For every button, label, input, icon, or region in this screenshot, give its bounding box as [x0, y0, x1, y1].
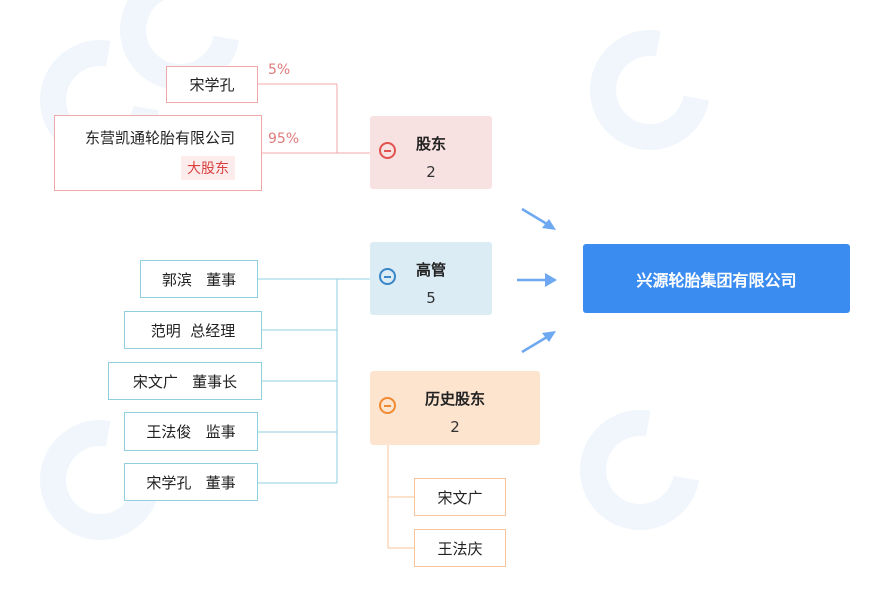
category-history-shareholders[interactable]: 历史股东 2 — [370, 371, 540, 445]
category-title: 历史股东 — [424, 390, 485, 408]
manager-role: 董事长 — [192, 372, 238, 391]
major-shareholder-badge: 大股东 — [181, 155, 235, 180]
manager-card[interactable]: 王法俊 监事 — [124, 412, 258, 451]
shareholder-card[interactable]: 宋学孔 — [166, 66, 258, 103]
manager-card[interactable]: 郭滨 董事 — [140, 260, 258, 298]
manager-role: 监事 — [205, 423, 236, 441]
collapse-icon[interactable] — [379, 268, 396, 285]
arrow-icon — [517, 273, 557, 287]
history-shareholder-name: 王法庆 — [437, 539, 483, 558]
arrow-icon — [521, 331, 556, 354]
category-title: 股东 — [415, 135, 446, 153]
arrow-icon — [521, 207, 556, 230]
manager-card[interactable]: 宋文广 董事长 — [108, 362, 262, 400]
collapse-icon[interactable] — [379, 142, 396, 159]
shareholder-name: 宋学孔 — [189, 76, 235, 94]
collapse-icon[interactable] — [379, 397, 396, 414]
company-name: 兴源轮胎集团有限公司 — [636, 270, 797, 290]
category-shareholders[interactable]: 股东 2 — [370, 116, 492, 189]
company-node[interactable]: 兴源轮胎集团有限公司 — [583, 244, 850, 313]
category-management[interactable]: 高管 5 — [370, 242, 492, 315]
category-count: 2 — [426, 163, 436, 181]
manager-name: 宋文广 — [132, 372, 178, 391]
manager-role: 董事 — [205, 473, 236, 492]
manager-name: 王法俊 — [146, 423, 192, 441]
shareholder-percent: 95% — [268, 131, 300, 147]
shareholder-card[interactable]: 东营凯通轮胎有限公司 大股东 — [54, 115, 262, 191]
history-shareholder-name: 宋文广 — [437, 488, 483, 507]
history-shareholder-card[interactable]: 宋文广 — [414, 478, 506, 516]
category-count: 5 — [426, 289, 436, 307]
manager-card[interactable]: 范明 总经理 — [124, 311, 262, 349]
category-title: 高管 — [415, 261, 446, 279]
manager-name: 范明 — [150, 321, 181, 340]
history-shareholder-card[interactable]: 王法庆 — [414, 529, 506, 567]
manager-name: 郭滨 — [161, 270, 192, 289]
shareholder-percent: 5% — [268, 62, 291, 78]
manager-name: 宋学孔 — [146, 473, 192, 492]
category-count: 2 — [450, 418, 460, 436]
manager-role: 董事 — [206, 270, 237, 289]
manager-role: 总经理 — [190, 321, 236, 340]
shareholder-name: 东营凯通轮胎有限公司 — [84, 128, 235, 147]
manager-card[interactable]: 宋学孔 董事 — [124, 463, 258, 501]
